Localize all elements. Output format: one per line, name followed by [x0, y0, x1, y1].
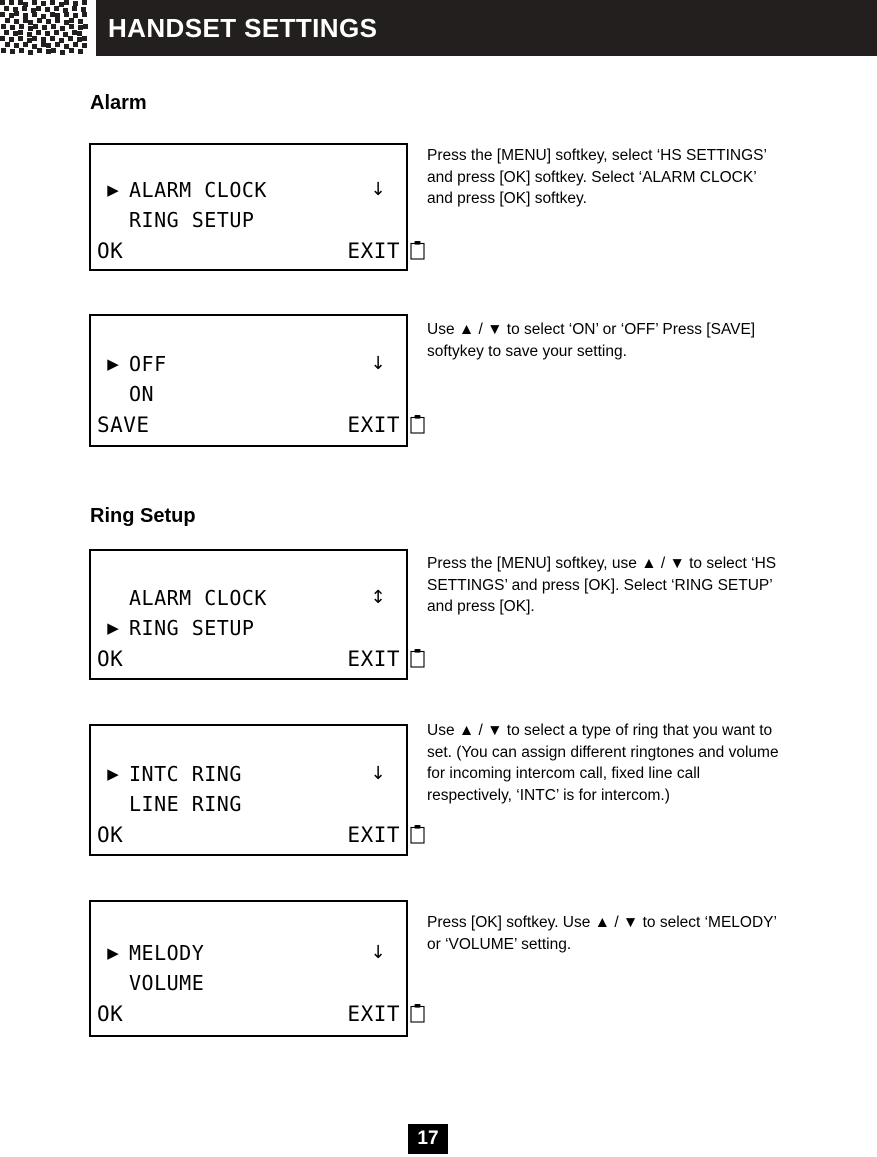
lcd-row-label: ON — [129, 382, 155, 406]
lcd-screen-melody-volume: ▶ MELODY ↓ VOLUME OK EXIT — [89, 900, 425, 1037]
softkey-ok[interactable]: OK — [97, 239, 124, 263]
lcd-softkey-bar: OK EXIT — [91, 998, 406, 1030]
clipboard-icon — [364, 789, 425, 879]
lcd-menu-row[interactable]: ▶ RING SETUP — [91, 613, 425, 668]
lcd-softkey-bar: OK EXIT — [91, 235, 406, 267]
softkey-ok[interactable]: OK — [97, 647, 124, 671]
lcd-row-label: VOLUME — [129, 971, 205, 995]
arrow-down-icon: ↓ — [370, 353, 386, 374]
clipboard-icon — [364, 968, 425, 1058]
arrow-up-down-icon: ↕ — [370, 587, 386, 608]
lcd-row-label: INTC RING — [129, 762, 242, 786]
softkey-exit[interactable]: EXIT — [347, 239, 400, 263]
lcd-menu-row[interactable]: ▶ INTC RING ↓ — [91, 759, 406, 789]
clipboard-icon — [364, 613, 425, 703]
arrow-down-icon: ↓ — [370, 179, 386, 200]
lcd-menu-row[interactable]: VOLUME — [91, 968, 425, 1023]
page-header: HANDSET SETTINGS — [0, 0, 877, 56]
section-heading-ring-setup: Ring Setup — [90, 505, 196, 527]
softkey-exit[interactable]: EXIT — [347, 823, 400, 847]
clipboard-icon — [364, 205, 425, 295]
lcd-row-label: ALARM CLOCK — [129, 178, 267, 202]
section-heading-alarm: Alarm — [90, 92, 147, 114]
lcd-row-label: RING SETUP — [129, 616, 255, 640]
lcd-screen-ring-setup-menu: ALARM CLOCK ↕ ▶ RING SETUP OK EXIT — [89, 549, 425, 680]
lcd-menu-row[interactable]: ALARM CLOCK ↕ — [91, 583, 406, 613]
lcd-row-label: ALARM CLOCK — [129, 586, 267, 610]
selection-pointer-icon: ▶ — [107, 944, 119, 962]
lcd-menu-row[interactable]: ▶ OFF ↓ — [91, 349, 406, 379]
instruction-text-alarm-onoff: Use ▲ / ▼ to select ‘ON’ or ‘OFF’ Press … — [427, 321, 756, 360]
lcd-menu-row[interactable]: ▶ ALARM CLOCK ↓ — [91, 175, 406, 205]
instruction-text-alarm-menu: Press the [MENU] softkey, select ‘HS SET… — [427, 147, 767, 207]
lcd-screen-alarm-onoff: ▶ OFF ↓ ON SAVE EXIT — [89, 314, 425, 447]
lcd-row-label: RING SETUP — [129, 208, 255, 232]
lcd-softkey-bar: SAVE EXIT — [91, 409, 406, 441]
softkey-exit[interactable]: EXIT — [347, 1002, 400, 1026]
selection-pointer-icon: ▶ — [107, 355, 119, 373]
instruction-text-ring-setup-menu: Press the [MENU] softkey, use ▲ / ▼ to s… — [427, 555, 777, 615]
instruction-text-melody-volume: Press [OK] softkey. Use ▲ / ▼ to select … — [427, 914, 777, 953]
lcd-menu-row[interactable]: ON — [91, 379, 425, 434]
arrow-down-icon: ↓ — [370, 763, 386, 784]
decorative-dither-pattern — [0, 0, 88, 56]
softkey-ok[interactable]: OK — [97, 1002, 124, 1026]
softkey-save[interactable]: SAVE — [97, 413, 150, 437]
lcd-screen-alarm-menu: ▶ ALARM CLOCK ↓ RING SETUP OK EXIT — [89, 143, 425, 271]
instruction-text-ring-type: Use ▲ / ▼ to select a type of ring that … — [427, 722, 779, 804]
softkey-ok[interactable]: OK — [97, 823, 124, 847]
softkey-exit[interactable]: EXIT — [347, 413, 400, 437]
lcd-row-label: MELODY — [129, 941, 205, 965]
selection-pointer-icon: ▶ — [107, 181, 119, 199]
lcd-screen-ring-type: ▶ INTC RING ↓ LINE RING OK EXIT — [89, 724, 425, 856]
page-number: 17 — [408, 1124, 448, 1154]
lcd-softkey-bar: OK EXIT — [91, 643, 406, 675]
lcd-menu-row[interactable]: RING SETUP — [91, 205, 425, 260]
arrow-down-icon: ↓ — [370, 942, 386, 963]
selection-pointer-icon: ▶ — [107, 765, 119, 783]
page-title: HANDSET SETTINGS — [108, 13, 378, 43]
lcd-row-label: LINE RING — [129, 792, 242, 816]
header-band — [96, 0, 877, 56]
selection-pointer-icon: ▶ — [107, 619, 119, 637]
lcd-menu-row[interactable]: LINE RING — [91, 789, 425, 844]
clipboard-icon — [364, 379, 425, 469]
softkey-exit[interactable]: EXIT — [347, 647, 400, 671]
lcd-menu-row[interactable]: ▶ MELODY ↓ — [91, 938, 406, 968]
lcd-row-label: OFF — [129, 352, 167, 376]
lcd-softkey-bar: OK EXIT — [91, 819, 406, 851]
